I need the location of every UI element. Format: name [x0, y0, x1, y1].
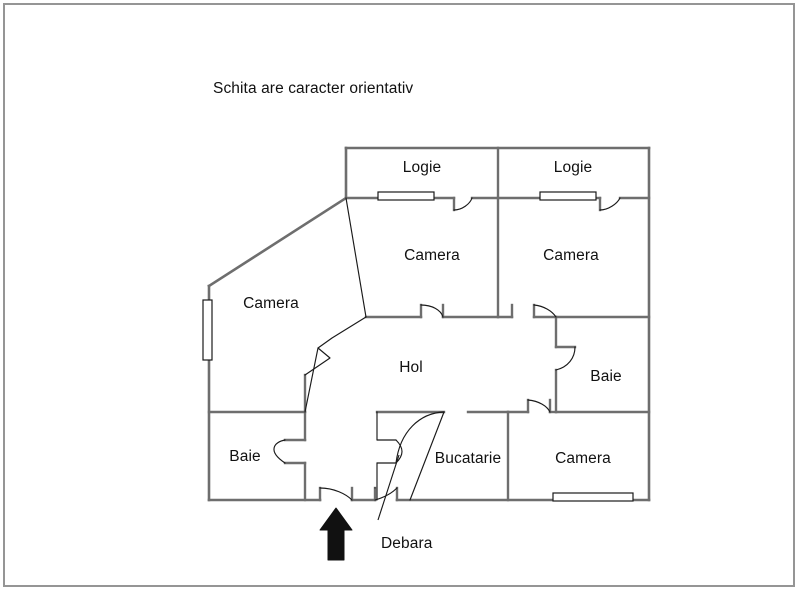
door-leaf-bucatarie [409, 411, 445, 501]
room-label-logie-left: Logie [402, 159, 442, 176]
room-label-bucatarie: Bucatarie [434, 450, 502, 467]
window-logie-right [539, 191, 597, 201]
plan-disclaimer-title: Schita are caracter orientativ [213, 80, 414, 97]
door-arc-debara-inner [395, 439, 403, 464]
door-arc-baie-right [555, 346, 576, 371]
door-arc-logie-left [453, 197, 473, 211]
windows [202, 191, 634, 502]
door-arc-entrance [319, 487, 353, 501]
door-arc-camera-top-right [533, 304, 557, 318]
entrance-arrow [319, 507, 353, 561]
room-label-camera-bottom-right: Camera [555, 450, 611, 467]
wall-hol-zigzag-tail [304, 347, 319, 413]
door-arc-debara [374, 487, 398, 501]
room-label-camera-top-left: Camera [404, 247, 460, 264]
room-label-baie-right: Baie [590, 368, 622, 385]
room-label-hol: Hol [399, 359, 423, 376]
leader-line-debara [377, 454, 400, 521]
interior-walls [207, 146, 651, 502]
window-logie-left [377, 191, 435, 201]
door-arc-camera-bottom-right [527, 399, 551, 413]
thin-partitions [304, 197, 367, 413]
room-label-camera-top-right: Camera [543, 247, 599, 264]
page-border [3, 3, 795, 587]
door-swings [273, 197, 621, 501]
wall-camera-left-right-angled [345, 197, 367, 318]
room-label-camera-left: Camera [243, 295, 299, 312]
room-label-logie-right: Logie [553, 159, 593, 176]
window-camera-bottom-right [552, 492, 634, 502]
door-arc-baie-left [273, 439, 286, 464]
window-camera-left [202, 299, 213, 361]
door-arc-bucatarie [395, 411, 445, 464]
room-label-baie-left: Baie [229, 448, 261, 465]
door-arc-camera-top-left [420, 304, 444, 318]
callout-label-debara: Debara [381, 535, 433, 552]
callout-leaders [377, 454, 400, 521]
exterior-walls [207, 146, 651, 502]
door-arc-logie-right [599, 197, 621, 211]
wall-angled-upper-left [207, 196, 348, 288]
